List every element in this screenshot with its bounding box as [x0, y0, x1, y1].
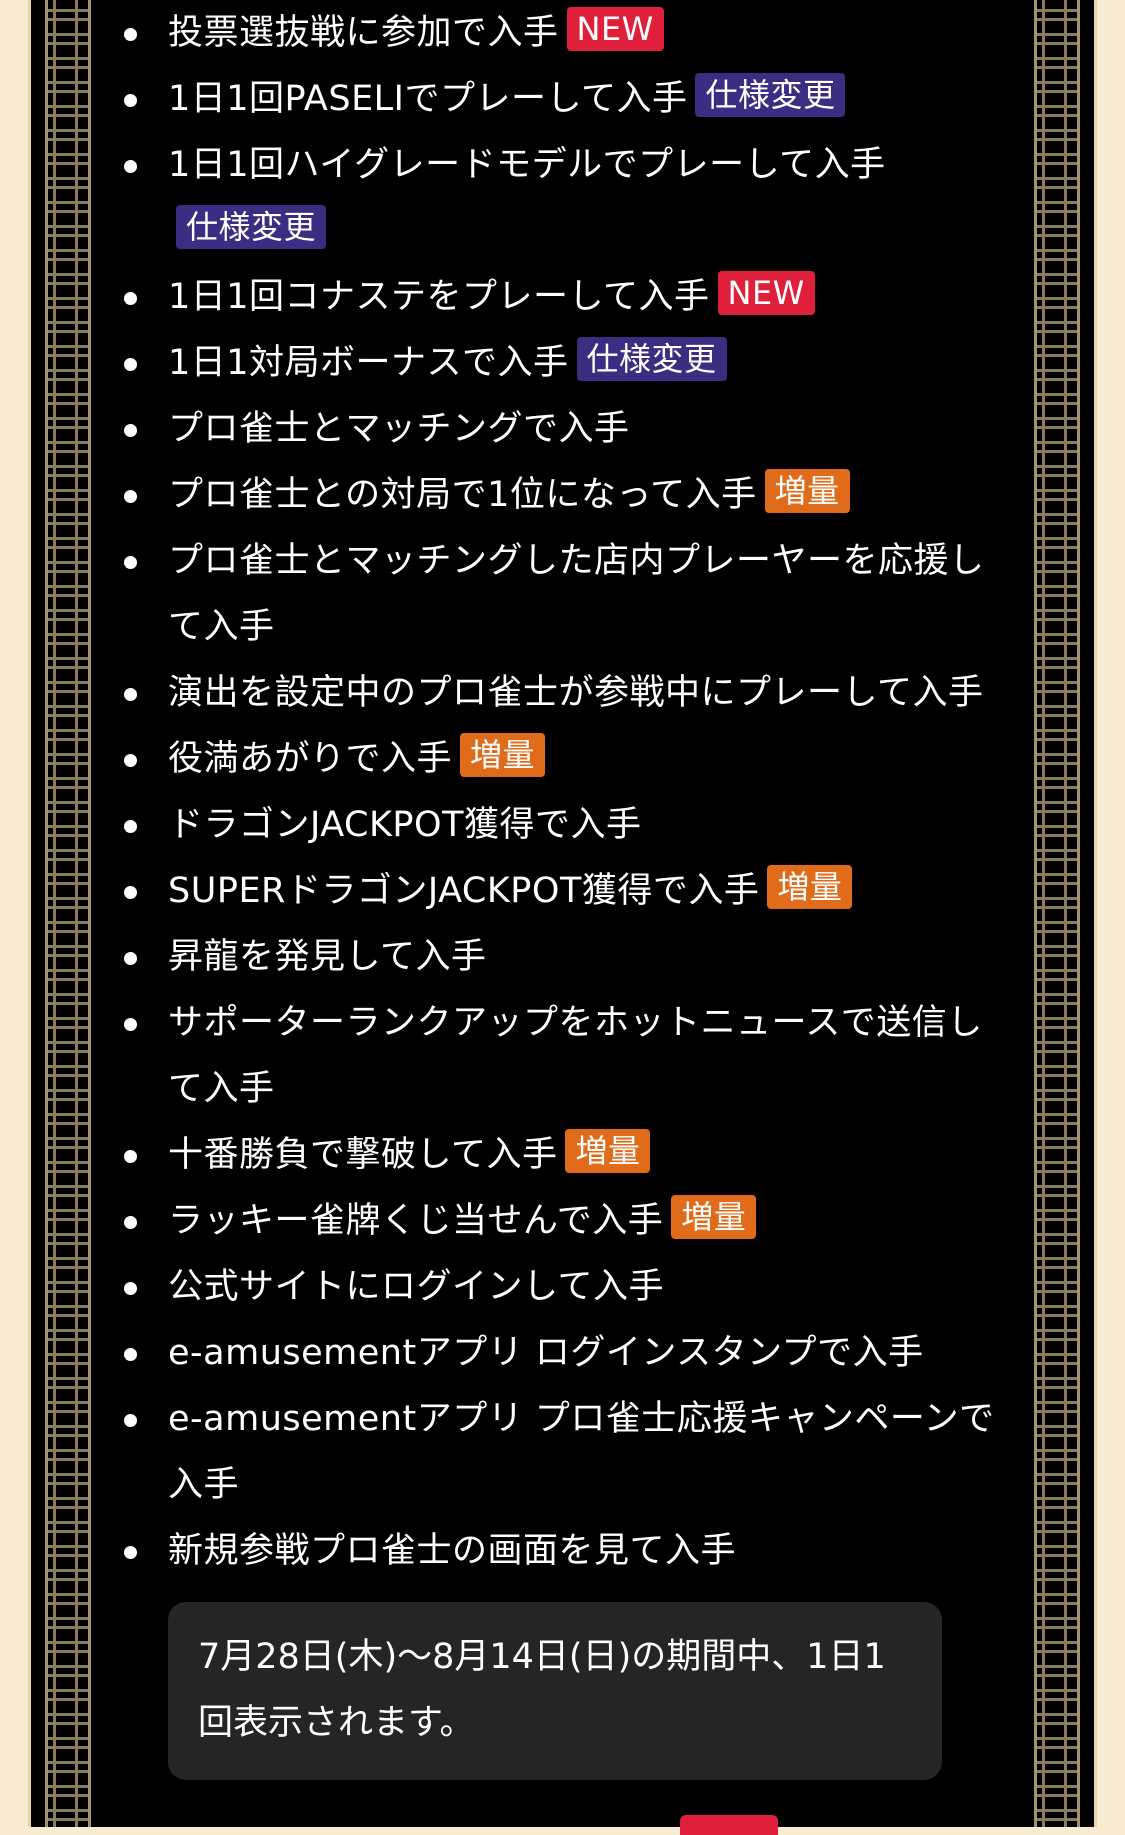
list-item-text: ドラゴンJACKPOT獲得で入手: [168, 805, 642, 845]
bullet-icon: [124, 424, 137, 437]
tag-badge-increase: 増量: [565, 1129, 651, 1173]
list-item: 昇龍を発見して入手: [120, 924, 1010, 990]
list-item: 演出を設定中のプロ雀士が参戦中にプレーして入手: [120, 660, 1010, 726]
bullet-icon: [124, 754, 137, 767]
list-item: プロ雀士との対局で1位になって入手増量: [120, 462, 1010, 528]
list-item: SUPERドラゴンJACKPOT獲得で入手増量: [120, 858, 1010, 924]
list-item-text: 役満あがりで入手: [168, 739, 453, 779]
tag-badge-spec: 仕様変更: [576, 337, 727, 381]
tag-badge-spec: 仕様変更: [695, 73, 846, 117]
list-item-text: 1日1回コナステをプレーして入手: [168, 277, 710, 317]
tag-badge-spec: 仕様変更: [176, 205, 327, 249]
bullet-icon: [124, 1216, 137, 1229]
bullet-icon: [124, 1282, 137, 1295]
list-item: e-amusementアプリ ログインスタンプで入手: [120, 1320, 1010, 1386]
list-item-text: e-amusementアプリ プロ雀士応援キャンペーンで入手: [168, 1399, 995, 1505]
tag-badge-new: NEW: [566, 7, 664, 51]
list-item-text: プロ雀士とマッチングで入手: [168, 409, 630, 449]
tag-badge-increase: 増量: [671, 1195, 757, 1239]
list-item: プロ雀士とマッチングで入手: [120, 396, 1010, 462]
list-item: 役満あがりで入手増量: [120, 726, 1010, 792]
list-item-text: プロ雀士との対局で1位になって入手: [168, 475, 757, 515]
list-item-text: 投票選抜戦に参加で入手: [168, 13, 559, 53]
bullet-icon: [124, 1018, 137, 1031]
bullet-icon: [124, 1414, 137, 1427]
tag-badge-new: NEW: [717, 271, 815, 315]
greek-key-border-right: [1034, 0, 1080, 1827]
bullet-icon: [124, 94, 137, 107]
bullet-icon: [124, 490, 137, 503]
bullet-icon: [124, 688, 137, 701]
list-item: 新規参戦プロ雀士の画面を見て入手: [120, 1518, 1010, 1584]
list-item-text: 新規参戦プロ雀士の画面を見て入手: [168, 1531, 737, 1571]
list-item-text: 公式サイトにログインして入手: [168, 1267, 664, 1307]
bullet-icon: [124, 1150, 137, 1163]
list-item-text: 1日1対局ボーナスで入手: [168, 343, 569, 383]
bullet-icon: [124, 820, 137, 833]
list-item-text: 昇龍を発見して入手: [168, 937, 487, 977]
bullet-icon: [124, 1546, 137, 1559]
list-item-text: プロ雀士とマッチングした店内プレーヤーを応援して入手: [168, 541, 985, 647]
greek-key-border-left: [45, 0, 91, 1827]
cutoff-new-tag: [680, 1815, 778, 1835]
list-item: 1日1回ハイグレードモデルでプレーして入手仕様変更: [120, 132, 1010, 264]
list-item: 公式サイトにログインして入手: [120, 1254, 1010, 1320]
list-item-text: 演出を設定中のプロ雀士が参戦中にプレーして入手: [168, 673, 984, 713]
list-item: 1日1回PASELIでプレーして入手仕様変更: [120, 66, 1010, 132]
bullet-icon: [124, 1348, 137, 1361]
note-text: 7月28日(木)〜8月14日(日)の期間中、1日1回表示されます。: [198, 1637, 886, 1743]
bullet-icon: [124, 358, 137, 371]
bullet-icon: [124, 28, 137, 41]
list-item-text: ラッキー雀牌くじ当せんで入手: [168, 1201, 664, 1241]
list-item: プロ雀士とマッチングした店内プレーヤーを応援して入手: [120, 528, 1010, 660]
content-frame: [28, 0, 1097, 1827]
list-item-text: 1日1回PASELIでプレーして入手: [168, 79, 688, 119]
list-item: e-amusementアプリ プロ雀士応援キャンペーンで入手: [120, 1386, 1010, 1518]
list-item: ドラゴンJACKPOT獲得で入手: [120, 792, 1010, 858]
list-item: 1日1対局ボーナスで入手仕様変更: [120, 330, 1010, 396]
bullet-icon: [124, 886, 137, 899]
list-item-text: 十番勝負で撃破して入手: [168, 1135, 558, 1175]
list-item-text: 1日1回ハイグレードモデルでプレーして入手: [168, 145, 886, 185]
tag-badge-increase: 増量: [764, 469, 850, 513]
list-item-text: サポーターランクアップをホットニュースで送信して入手: [168, 1003, 983, 1109]
list-item-text: SUPERドラゴンJACKPOT獲得で入手: [168, 871, 760, 911]
bullet-icon: [124, 556, 137, 569]
list-item: サポーターランクアップをホットニュースで送信して入手: [120, 990, 1010, 1122]
bullet-icon: [124, 160, 137, 173]
bullet-icon: [124, 292, 137, 305]
list-item: 十番勝負で撃破して入手増量: [120, 1122, 1010, 1188]
bullet-icon: [124, 952, 137, 965]
list-item: ラッキー雀牌くじ当せんで入手増量: [120, 1188, 1010, 1254]
tag-badge-increase: 増量: [460, 733, 546, 777]
note-box: 7月28日(木)〜8月14日(日)の期間中、1日1回表示されます。: [168, 1602, 942, 1780]
list-item-text: e-amusementアプリ ログインスタンプで入手: [168, 1333, 924, 1373]
tag-badge-increase: 増量: [767, 865, 853, 909]
